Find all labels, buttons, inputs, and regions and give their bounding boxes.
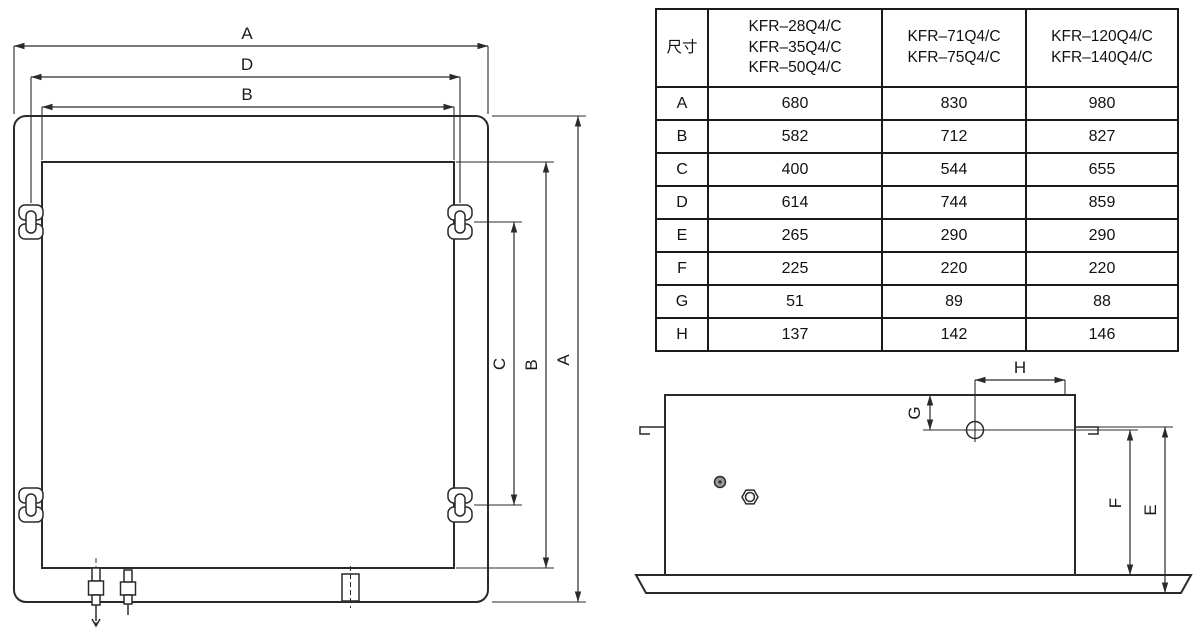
dimension-b-horizontal: B [41,85,455,160]
table-cell: 400 [707,152,883,187]
dimension-g: G [905,395,966,431]
row-label: F [655,251,709,286]
table-cell: 146 [1025,317,1179,352]
dimension-f: F [984,429,1138,575]
table-row: D 614 744 859 [655,185,1179,220]
dim-label-e: E [1141,504,1160,515]
pipe-connection-nut [741,489,759,505]
knockout-port [341,566,360,608]
table-cell: 680 [707,86,883,121]
row-label: D [655,185,709,220]
header-model-group-3: KFR–120Q4/C KFR–140Q4/C [1025,8,1179,88]
table-cell: 137 [707,317,883,352]
row-label: H [655,317,709,352]
hanger-bracket-left [639,426,665,435]
dimension-c-vertical: C [474,221,522,506]
table-cell: 290 [1025,218,1179,253]
row-label: E [655,218,709,253]
dim-label-h: H [1014,358,1026,377]
ceiling-panel-outline [634,574,1193,594]
table-cell: 220 [1025,251,1179,286]
table-cell: 220 [881,251,1027,286]
table-cell: 582 [707,119,883,154]
dimension-d-horizontal: D [30,55,461,203]
drain-pipe-fitting [87,558,105,630]
dim-label-a-vertical: A [554,354,573,366]
header-model-group-1: KFR–28Q4/C KFR–35Q4/C KFR–50Q4/C [707,8,883,88]
table-cell: 830 [881,86,1027,121]
table-cell: 142 [881,317,1027,352]
dim-label-a-horizontal: A [241,24,253,43]
dim-label-g: G [905,406,924,419]
table-cell: 712 [881,119,1027,154]
table-cell: 225 [707,251,883,286]
table-row: H 137 142 146 [655,317,1179,352]
table-cell: 744 [881,185,1027,220]
dimension-a-horizontal: A [13,24,489,114]
row-label: A [655,86,709,121]
pipe-connection-small [713,475,727,489]
table-row: G 51 89 88 [655,284,1179,319]
dim-label-d-horizontal: D [241,55,253,74]
unit-body-outline [41,161,455,569]
table-cell: 51 [707,284,883,319]
table-cell: 88 [1025,284,1179,319]
top-view-drawing: A D B A B [13,24,586,630]
refrigerant-pipe-fitting [119,569,137,615]
table-cell: 265 [707,218,883,253]
dimension-a-vertical: A [492,115,586,603]
table-row: B 582 712 827 [655,119,1179,154]
dimension-e: E [1098,426,1173,593]
drain-outlet-circle [963,418,987,442]
dimension-h: H [974,358,1066,418]
dimension-b-vertical: B [456,161,554,569]
table-row: A 680 830 980 [655,86,1179,121]
row-label: B [655,119,709,154]
table-cell: 614 [707,185,883,220]
table-row: C 400 544 655 [655,152,1179,187]
header-model-group-2: KFR–71Q4/C KFR–75Q4/C [881,8,1027,88]
row-label: G [655,284,709,319]
header-dimension: 尺寸 [655,8,709,88]
table-row: E 265 290 290 [655,218,1179,253]
table-cell: 89 [881,284,1027,319]
side-body-outline [664,394,1076,576]
table-cell: 827 [1025,119,1179,154]
table-row: F 225 220 220 [655,251,1179,286]
dimension-table: 尺寸 KFR–28Q4/C KFR–35Q4/C KFR–50Q4/C KFR–… [655,8,1179,352]
side-view-drawing: H G F E [634,358,1193,594]
table-cell: 859 [1025,185,1179,220]
dim-label-c-vertical: C [490,358,509,370]
table-cell: 655 [1025,152,1179,187]
table-cell: 980 [1025,86,1179,121]
table-cell: 544 [881,152,1027,187]
dim-label-b-horizontal: B [241,85,252,104]
dim-label-b-vertical: B [522,359,541,370]
row-label: C [655,152,709,187]
table-cell: 290 [881,218,1027,253]
dim-label-f: F [1106,498,1125,508]
table-header-row: 尺寸 KFR–28Q4/C KFR–35Q4/C KFR–50Q4/C KFR–… [655,8,1179,88]
